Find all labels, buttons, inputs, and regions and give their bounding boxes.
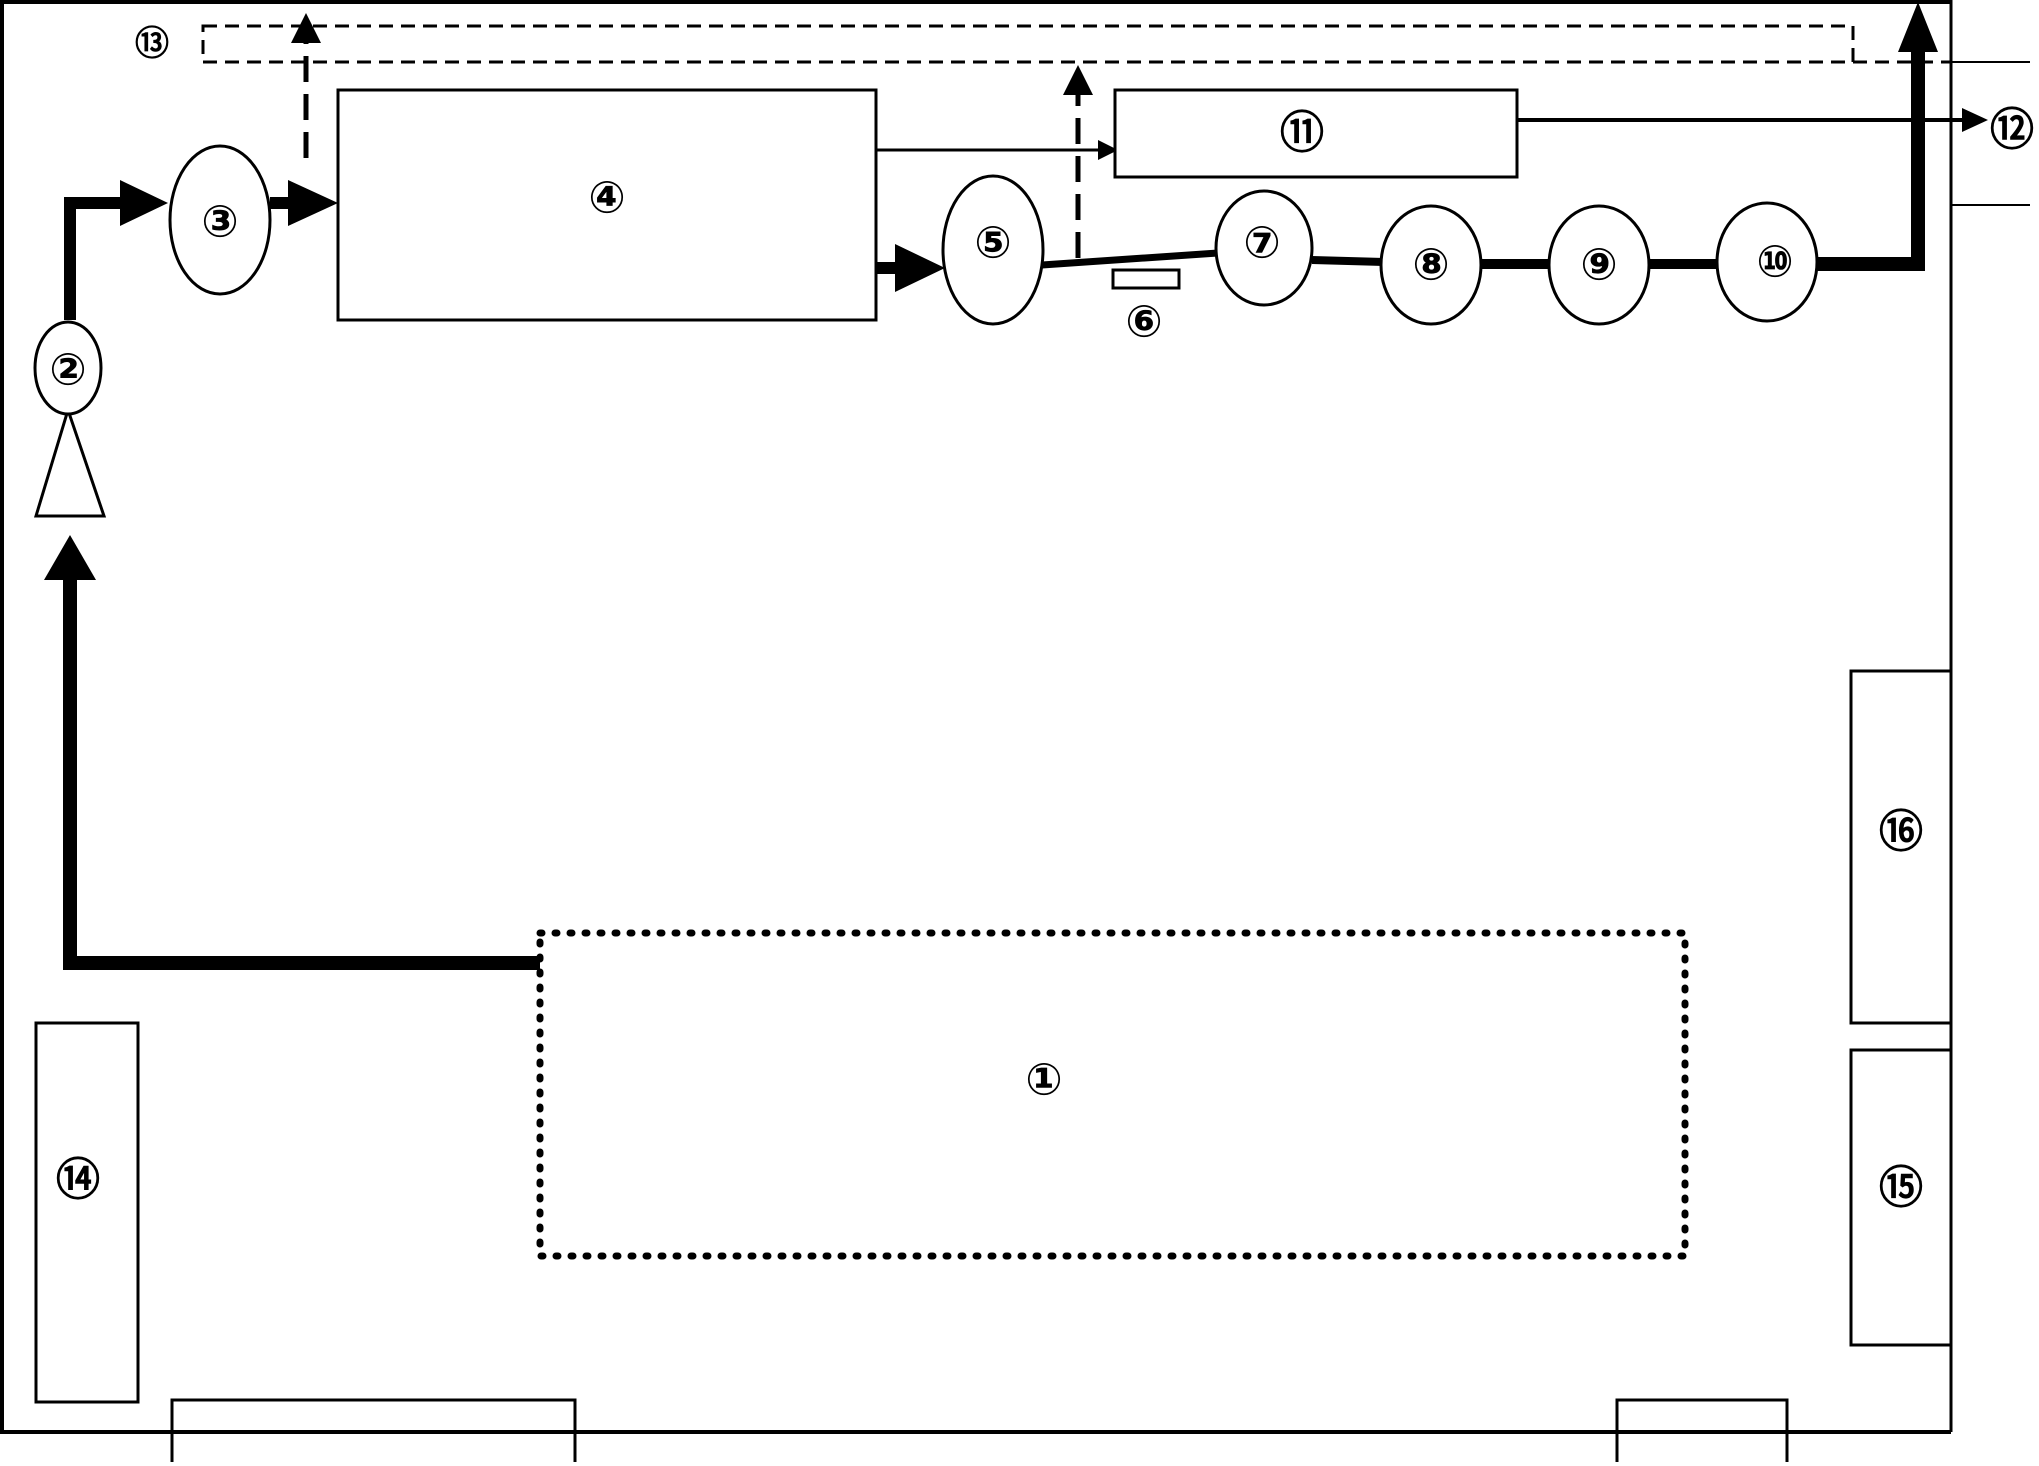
node-7-ellipse xyxy=(1214,189,1314,307)
node-12-label: ⑫ xyxy=(1990,105,2034,156)
node-9-ellipse xyxy=(1547,204,1651,326)
node-13-label: ⑬ xyxy=(135,24,169,64)
node-1-label: ① xyxy=(1025,1055,1062,1106)
arrow-head-to-12 xyxy=(1962,108,1988,132)
node-16-label: ⑯ xyxy=(1879,807,1923,858)
node-14-box xyxy=(34,1021,140,1404)
node-8-ellipse xyxy=(1379,204,1483,326)
flow-path-10-to-exit xyxy=(1815,45,1925,271)
node-6-label: ⑥ xyxy=(1125,297,1162,348)
arrow-head-up-2 xyxy=(44,535,96,580)
flow-path-1-to-2 xyxy=(63,558,540,970)
node-10-label: ⑩ xyxy=(1756,237,1793,288)
arrow-head-to-4 xyxy=(288,180,338,226)
flow-path-5-to-7 xyxy=(1041,249,1219,269)
node-4-label: ④ xyxy=(588,173,625,224)
node-10-ellipse xyxy=(1715,201,1819,323)
arrow-head-to-5 xyxy=(895,244,945,292)
node-7-label: ⑦ xyxy=(1243,218,1280,269)
node-5-label: ⑤ xyxy=(974,218,1011,269)
node-3-label: ③ xyxy=(201,197,238,248)
node-2-ellipse xyxy=(33,320,103,416)
arrow-head-to-3 xyxy=(120,180,168,226)
node-9-label: ⑨ xyxy=(1580,240,1617,291)
node-5-ellipse xyxy=(941,174,1045,326)
building-outline xyxy=(0,0,2030,1434)
exhaust-duct xyxy=(201,24,1951,64)
hopper-triangle xyxy=(33,405,107,518)
flow-path-7-to-8 xyxy=(1311,256,1385,266)
node-8-label: ⑧ xyxy=(1412,240,1449,291)
door-right xyxy=(1615,1398,1789,1462)
door-left xyxy=(170,1398,577,1462)
arrow-head-to-11 xyxy=(1098,140,1118,160)
node-2-label: ② xyxy=(49,345,86,396)
flow-path-2-to-3 xyxy=(64,197,130,320)
node-11-label: ⑪ xyxy=(1280,108,1324,159)
node-16-box xyxy=(1849,669,1953,1025)
node-4-box xyxy=(336,88,878,322)
node-11-box xyxy=(1113,88,1519,179)
node-3-ellipse xyxy=(168,144,272,296)
node-6-box xyxy=(1111,268,1181,290)
node-14-label: ⑭ xyxy=(56,1155,100,1206)
node-15-label: ⑮ xyxy=(1879,1163,1923,1214)
node-15-box xyxy=(1849,1048,1953,1347)
node-1-area xyxy=(536,929,1689,1260)
arrow-head-exit-up xyxy=(1898,2,1938,52)
